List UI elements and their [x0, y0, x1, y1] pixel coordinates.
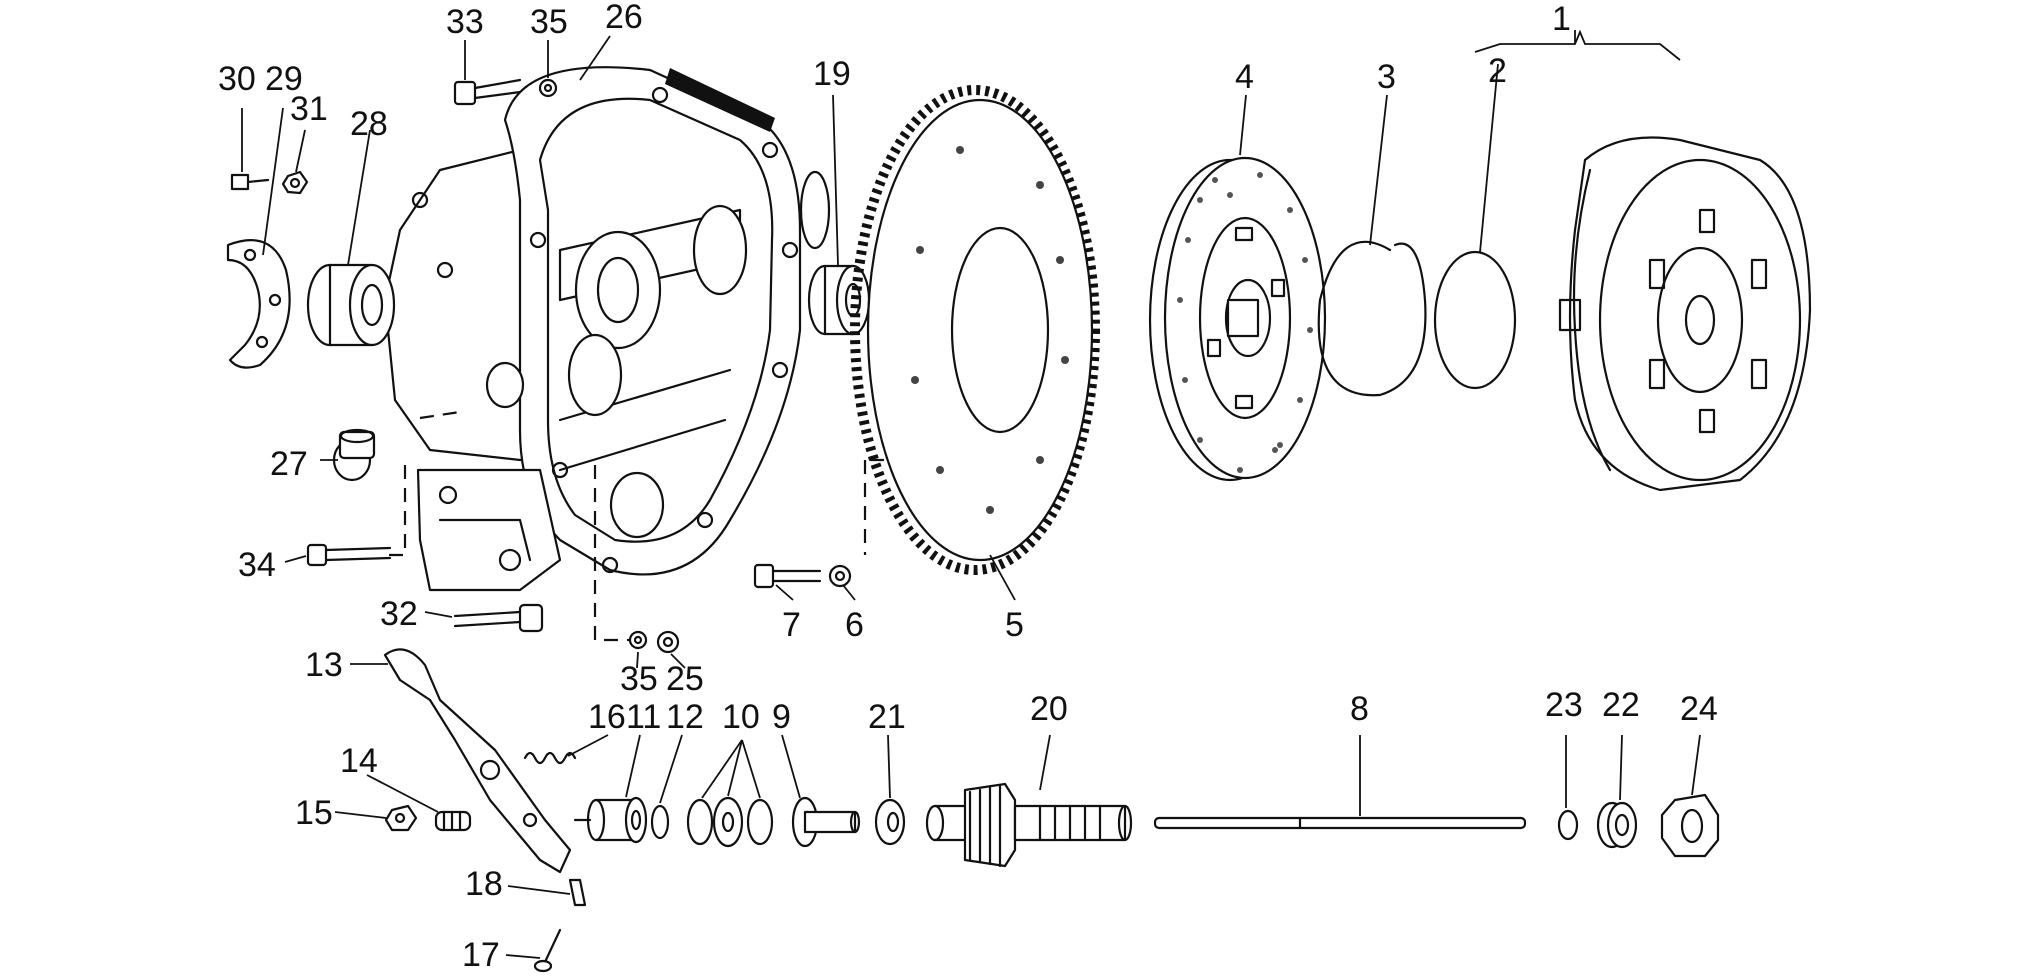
callout-26: 26 [605, 0, 643, 36]
callout-20: 20 [1030, 690, 1068, 728]
part-2-ring [1433, 250, 1517, 390]
part-16-spring [523, 751, 577, 765]
callout-23: 23 [1545, 686, 1583, 724]
part-7-bolt [753, 563, 822, 589]
callout-31: 31 [290, 90, 328, 128]
part-18-pin [568, 878, 587, 907]
part-21-bearing [874, 798, 906, 846]
callout-11: 11 [626, 698, 661, 736]
callout-22: 22 [1602, 686, 1640, 724]
part-34-long-bolt [306, 543, 392, 567]
callout-25: 25 [666, 660, 704, 698]
callout-30: 30 [218, 60, 256, 98]
part-1-pressure-plate [1558, 136, 1812, 492]
callout-14: 14 [340, 742, 378, 780]
callout-17: 17 [462, 936, 500, 974]
callout-18: 18 [465, 865, 503, 903]
callout-16: 16 [588, 698, 626, 736]
callout-13: 13 [305, 646, 343, 684]
callout-15: 15 [295, 794, 333, 832]
callout-10: 10 [722, 698, 760, 736]
part-15-nut [384, 804, 418, 832]
callout-3: 3 [1377, 58, 1396, 96]
part-22-bushing [1596, 801, 1638, 849]
part-13-release-lever [383, 648, 572, 874]
callout-34: 34 [238, 546, 276, 584]
part-33-bolt [453, 78, 522, 106]
part-35-washer-top [538, 78, 558, 98]
part-14-spring [434, 810, 472, 832]
callout-labels: 1 2 3 4 5 6 7 8 9 10 11 12 13 14 15 16 1… [218, 0, 1718, 974]
callout-35-bottom: 35 [620, 660, 658, 698]
part-27-plug [332, 428, 376, 482]
callout-33: 33 [446, 3, 484, 41]
part-20-gear-shaft [925, 782, 1133, 868]
part-29-half-plate [226, 239, 291, 369]
part-35-washer-bottom [628, 630, 648, 650]
callout-9: 9 [772, 698, 791, 736]
part-1-bracket [1474, 29, 1681, 61]
callout-4: 4 [1235, 58, 1254, 96]
assembly-guide-lines [385, 410, 895, 642]
part-11-bushing [573, 796, 648, 844]
callout-19: 19 [813, 55, 851, 93]
part-17-pin [533, 928, 562, 973]
callout-29: 29 [265, 60, 303, 98]
part-31-nut [281, 170, 309, 195]
callout-8: 8 [1350, 690, 1369, 728]
part-3-snap-ring [1317, 240, 1427, 397]
callout-6: 6 [845, 606, 864, 644]
callout-12: 12 [666, 698, 704, 736]
part-4-clutch-disc [1148, 156, 1327, 482]
part-19-seal [807, 264, 871, 336]
leader-lines [241, 30, 1701, 959]
part-6-washer [828, 564, 852, 588]
part-10-thrust-bearing [686, 796, 774, 848]
callout-2: 2 [1488, 52, 1507, 90]
callout-7: 7 [782, 606, 801, 644]
callout-5: 5 [1005, 606, 1024, 644]
part-25-nut [656, 630, 680, 654]
callout-27: 27 [270, 445, 308, 483]
clutch-housing [383, 66, 831, 592]
part-32-bolt [453, 603, 544, 633]
callout-1: 1 [1552, 0, 1571, 38]
part-9-pushrod-end [791, 796, 861, 848]
part-24-nut [1660, 793, 1720, 858]
callout-32: 32 [380, 595, 418, 633]
callout-21: 21 [868, 698, 906, 736]
part-5-flywheel [850, 85, 1100, 575]
part-23-ring [1557, 809, 1579, 841]
callout-28: 28 [350, 105, 388, 143]
part-12-washer [650, 804, 670, 840]
callout-24: 24 [1680, 690, 1718, 728]
part-8-pushrod [1153, 816, 1527, 830]
part-30-screw [230, 173, 270, 191]
part-28-bearing [306, 263, 396, 347]
callout-35-top: 35 [530, 3, 568, 41]
